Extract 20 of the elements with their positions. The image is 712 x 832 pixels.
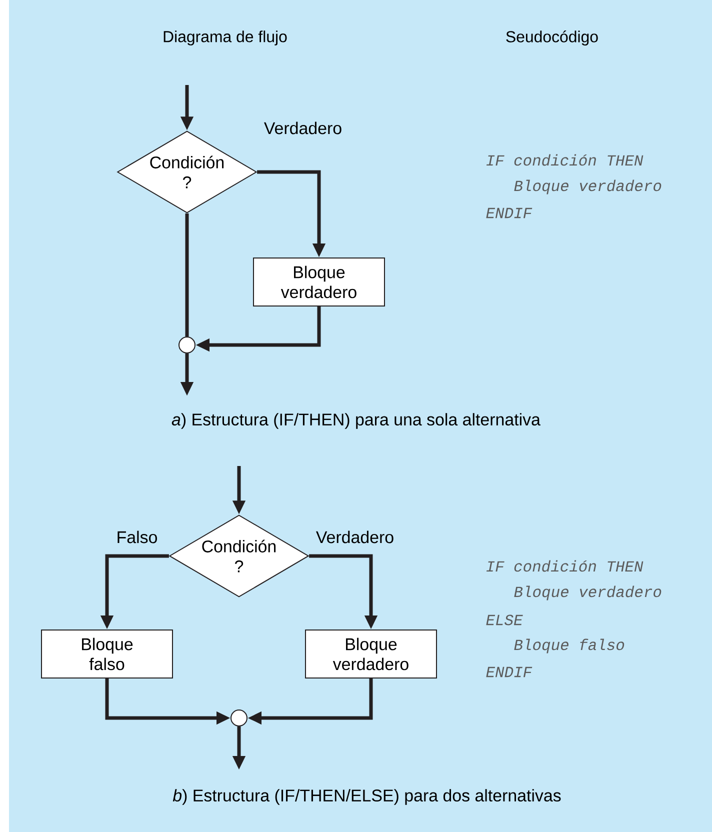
process-box: Bloque verdadero (305, 630, 437, 678)
caption: b) Estructura (IF/THEN/ELSE) para dos alternativas (172, 789, 561, 805)
edge-label: Verdadero (262, 120, 344, 136)
pseudocode-line: ENDIF (486, 666, 532, 678)
pseudocode-line: ENDIF (486, 208, 532, 218)
pseudocode-line: Bloque verdadero (514, 586, 662, 600)
process-box: Bloque falso (41, 630, 173, 678)
pseudocode-line: Bloque falso (514, 638, 624, 654)
column-heading: Diagrama de flujo (164, 30, 287, 46)
edge-label: Falso (115, 530, 159, 544)
edge-label: Verdadero (314, 530, 396, 544)
pseudocode-line: IF condición THEN (486, 154, 644, 166)
pseudocode-line: IF condición THEN (486, 560, 644, 572)
connector-circle (230, 710, 248, 726)
pseudocode-line: ELSE (486, 614, 523, 626)
connector-circle (178, 336, 196, 354)
pseudocode-line: Bloque verdadero (514, 180, 662, 194)
process-box: Bloque verdadero (253, 258, 385, 306)
column-heading: Seudocódigo (506, 30, 598, 46)
caption: a) Estructura (IF/THEN) para una sola alternativa (172, 413, 540, 429)
